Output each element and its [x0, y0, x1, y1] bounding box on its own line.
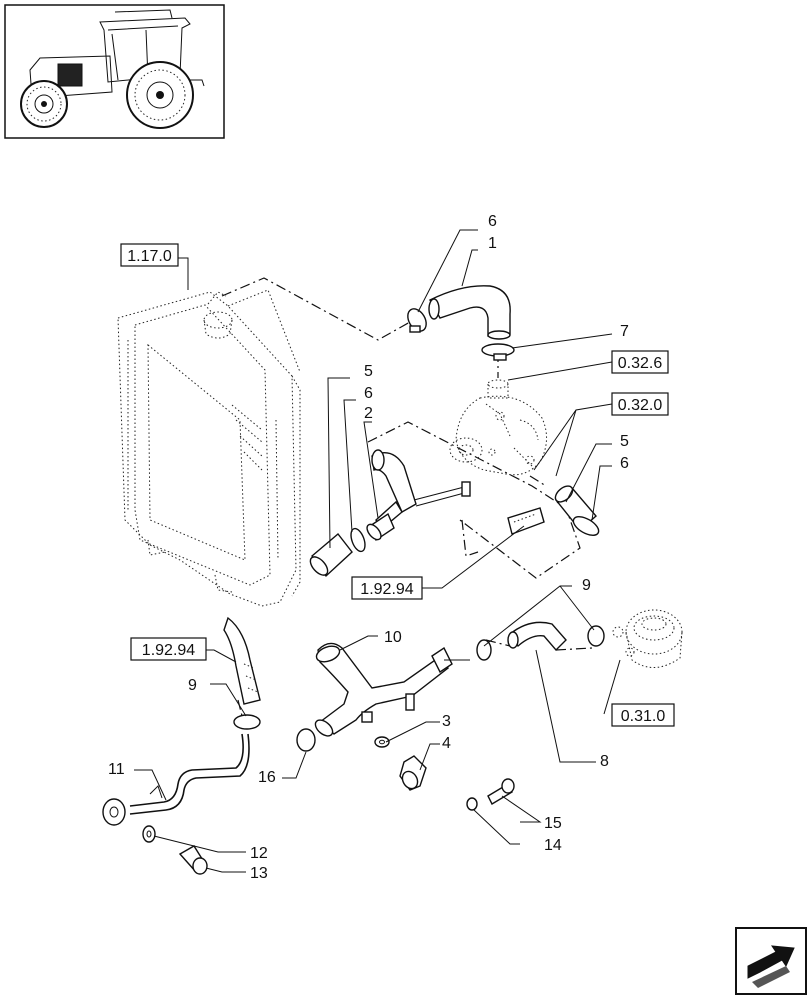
- callout-8: 8: [600, 753, 609, 770]
- oil-cooler: [612, 609, 683, 668]
- hose-clamp-6-right: [572, 516, 600, 536]
- tractor-icon: [20, 9, 205, 129]
- washer-3: [374, 736, 390, 748]
- upper-hose: [428, 285, 511, 340]
- callout-5-right: 5: [620, 433, 629, 450]
- banjo-fitting: [102, 798, 126, 826]
- water-pump: [449, 395, 547, 476]
- hose-clamp-7: [481, 343, 515, 361]
- callout-12: 12: [250, 845, 268, 862]
- svg-text:1.17.0: 1.17.0: [127, 248, 172, 265]
- svg-text:1.92.94: 1.92.94: [360, 581, 413, 598]
- ref-box-water-pump[interactable]: 0.32.0: [611, 392, 669, 416]
- connection-line-pump-outlet: [529, 475, 547, 487]
- bolt-13: [178, 845, 208, 875]
- callout-9-right: 9: [582, 577, 591, 594]
- hose-clamp-9-left: [233, 714, 261, 730]
- ref-box-oil-cooler[interactable]: 0.31.0: [611, 703, 675, 727]
- callout-2: 2: [364, 405, 373, 422]
- callout-16: 16: [258, 769, 276, 786]
- callout-1: 1: [488, 235, 497, 252]
- callout-15: 15: [544, 815, 562, 832]
- svg-text:0.32.6: 0.32.6: [618, 355, 663, 372]
- ref-box-hose-upper[interactable]: 1.92.94: [351, 576, 423, 600]
- tractor-thumbnail: [4, 4, 225, 139]
- left-hose-sleeve: [223, 616, 261, 705]
- ref-box-radiator[interactable]: 1.17.0: [120, 243, 179, 267]
- callout-10: 10: [384, 629, 402, 646]
- radiator: [117, 289, 301, 607]
- pipe-10: [314, 642, 470, 737]
- rubber-sleeve: [507, 507, 545, 535]
- connection-line-upper: [221, 277, 411, 341]
- callout-3: 3: [442, 713, 451, 730]
- hose-5-left: [309, 532, 353, 578]
- connection-line-stub: [461, 519, 479, 557]
- hose-8: [507, 621, 567, 652]
- connection-line-cooler: [485, 639, 593, 651]
- connection-line-left-hose: [237, 699, 243, 717]
- hose-clamp-9-right: [587, 625, 605, 647]
- callout-9-left: 9: [188, 677, 197, 694]
- callout-6-right: 6: [620, 455, 629, 472]
- callout-4: 4: [442, 735, 451, 752]
- thermostat: [487, 379, 509, 399]
- washer-14: [466, 797, 478, 811]
- bolt-15: [487, 778, 515, 805]
- hose-clamp-9-mid: [476, 639, 492, 661]
- callout-7: 7: [620, 323, 629, 340]
- leader-lines: [134, 229, 621, 873]
- ref-box-thermostat[interactable]: 0.32.6: [611, 350, 669, 374]
- callout-11: 11: [108, 761, 125, 778]
- svg-text:0.31.0: 0.31.0: [621, 708, 666, 725]
- hose-clamp-16: [296, 728, 316, 752]
- washer-12: [142, 825, 156, 843]
- next-page-arrow-icon[interactable]: [735, 927, 807, 995]
- callout-14: 14: [544, 837, 562, 854]
- pipe-11: [129, 733, 250, 815]
- svg-text:0.32.0: 0.32.0: [618, 397, 663, 414]
- ref-box-hose-left[interactable]: 1.92.94: [130, 637, 207, 661]
- callout-13: 13: [250, 865, 268, 882]
- callout-5-left: 5: [364, 363, 373, 380]
- bolt-4: [399, 755, 427, 791]
- hose-clamp-6-top: [407, 308, 427, 333]
- hose-stub-2: [366, 512, 395, 542]
- callout-6-top: 6: [488, 213, 497, 230]
- hose-clamp-6-mid: [350, 527, 366, 553]
- svg-text:1.92.94: 1.92.94: [142, 642, 195, 659]
- callout-6-mid: 6: [364, 385, 373, 402]
- hose-2: [371, 449, 471, 526]
